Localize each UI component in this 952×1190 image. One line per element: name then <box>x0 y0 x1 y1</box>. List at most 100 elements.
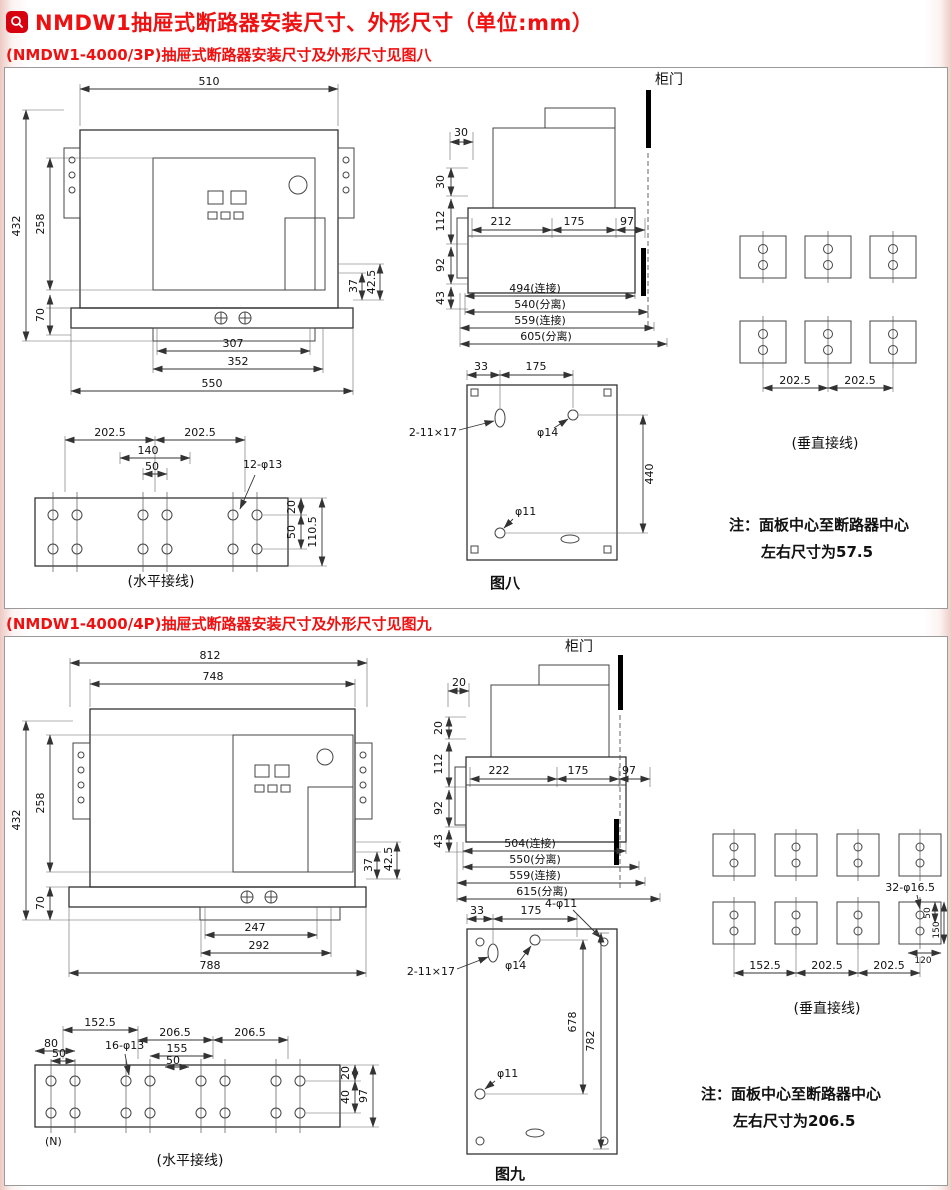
dim-70: 70 <box>34 308 47 322</box>
fig8-note-line1: 注：面板中心至断路器中心 <box>729 516 909 534</box>
page-title: NMDW1抽屉式断路器安装尺寸、外形尺寸（单位:mm） <box>35 11 594 35</box>
fig8-note: 注：面板中心至断路器中心 左右尺寸为57.5 <box>729 516 909 561</box>
dim-v202a: 202.5 <box>779 374 811 387</box>
fig8-side-view: 柜门 30 30 112 92 43 212 175 97 494(连接) <box>434 72 683 348</box>
fig9-caption: 图九 <box>495 1165 525 1183</box>
dim-206b: 206.5 <box>234 1026 266 1039</box>
label-4-phi11: 4-φ11 <box>545 897 577 910</box>
dim-80: 80 <box>44 1037 58 1050</box>
fig8-section-heading: (NMDW1-4000/3P)抽屉式断路器安装尺寸及外形尺寸见图八 <box>6 46 432 64</box>
dim-175: 175 <box>568 764 589 777</box>
fig9-horizontal-wiring-label: (水平接线) <box>157 1152 224 1169</box>
figure9-drawing: 812 748 432 258 70 37 42.5 247 292 788 <box>10 639 947 1183</box>
dim-175: 175 <box>564 215 585 228</box>
fig8-note-line2: 左右尺寸为57.5 <box>760 543 873 561</box>
dim-540: 540(分离) <box>514 297 566 311</box>
dim-155: 155 <box>167 1042 188 1055</box>
dim-352: 352 <box>228 355 249 368</box>
dim-140: 140 <box>138 444 159 457</box>
label-phi14: φ14 <box>505 959 526 972</box>
dim-l30: 30 <box>434 175 447 189</box>
fig8-cabinet-door-label: 柜门 <box>655 72 683 88</box>
dim-p175: 175 <box>521 904 542 917</box>
dim-v202b: 202.5 <box>873 959 905 972</box>
dim-l112: 112 <box>432 754 445 775</box>
dim-432: 432 <box>10 810 23 831</box>
fig9-note: 注：面板中心至断路器中心 左右尺寸为206.5 <box>701 1085 881 1130</box>
dim-550: 550 <box>202 377 223 390</box>
dim-678: 678 <box>566 1012 579 1033</box>
fig9-note-line2: 左右尺寸为206.5 <box>732 1112 855 1130</box>
label-phi11: φ11 <box>515 505 536 518</box>
fig8-mounting-plate: 33 175 2-11×17 φ14 φ11 440 图八 <box>409 360 656 592</box>
dim-l92: 92 <box>434 258 447 272</box>
fig9-front-view: 812 748 432 258 70 37 42.5 247 292 788 <box>10 649 401 977</box>
dim-p175: 175 <box>526 360 547 373</box>
label-2-11x17: 2-11×17 <box>407 965 455 978</box>
dim-559: 559(连接) <box>509 869 561 882</box>
dim-748: 748 <box>203 670 224 683</box>
title-badge-icon <box>6 11 28 33</box>
dim-top20: 20 <box>452 676 466 689</box>
dim-l92: 92 <box>432 801 445 815</box>
dim-r40: 40 <box>339 1090 352 1104</box>
dim-l112: 112 <box>434 211 447 232</box>
dim-s120: 120 <box>914 956 931 966</box>
dim-550: 550(分离) <box>509 852 561 866</box>
fig8-vertical-wiring: 202.5 202.5 (垂直接线) <box>739 231 917 452</box>
fig9-door-bar-lower <box>614 819 619 865</box>
fig9-door-bar <box>618 655 623 710</box>
dim-50: 50 <box>145 460 159 473</box>
figure8-panel: 510 432 258 70 37 42.5 307 352 550 <box>4 67 948 609</box>
dim-33: 33 <box>474 360 488 373</box>
label-neutral: (N) <box>45 1135 62 1148</box>
fig9-note-line1: 注：面板中心至断路器中心 <box>701 1085 881 1103</box>
fig9-section-heading: (NMDW1-4000/4P)抽屉式断路器安装尺寸及外形尺寸见图九 <box>6 615 432 633</box>
dim-l20: 20 <box>432 721 445 735</box>
fig8-door-bar <box>646 90 651 148</box>
dim-l43: 43 <box>432 834 445 848</box>
dim-37: 37 <box>347 279 360 293</box>
dim-l43: 43 <box>434 291 447 305</box>
dim-504: 504(连接) <box>504 837 556 850</box>
dim-42-5: 42.5 <box>382 847 395 872</box>
fig8-caption: 图八 <box>490 574 521 592</box>
dim-307: 307 <box>223 337 244 350</box>
dim-206a: 206.5 <box>159 1026 191 1039</box>
dim-97: 97 <box>622 764 636 777</box>
label-32-phi16-5: 32-φ16.5 <box>885 881 935 894</box>
dim-42-5: 42.5 <box>365 270 378 295</box>
fig8-horizontal-wiring: 202.5 202.5 140 50 12-φ13 20 50 110.5 (水… <box>34 426 327 590</box>
dim-97: 97 <box>620 215 634 228</box>
dim-212: 212 <box>491 215 512 228</box>
dim-615: 615(分离) <box>516 884 568 898</box>
dim-788: 788 <box>200 959 221 972</box>
dim-70: 70 <box>34 896 47 910</box>
fig9-side-view: 柜门 20 20 112 92 43 222 175 97 504(连接) <box>432 639 661 903</box>
dim-258: 258 <box>34 214 47 235</box>
fig8-front-view: 510 432 258 70 37 42.5 307 352 550 <box>10 75 384 395</box>
dim-v202a: 202.5 <box>811 959 843 972</box>
dim-r20: 20 <box>285 500 298 514</box>
dim-r20: 20 <box>339 1066 352 1080</box>
fig8-vertical-wiring-label: (垂直接线) <box>792 435 859 452</box>
dim-33: 33 <box>470 904 484 917</box>
dim-247: 247 <box>245 921 266 934</box>
dim-s150: 150 <box>932 921 942 938</box>
dim-494: 494(连接) <box>509 282 561 295</box>
fig8-horizontal-wiring-label: (水平接线) <box>128 573 195 590</box>
dim-510: 510 <box>199 75 220 88</box>
fig9-vertical-wiring-label: (垂直接线) <box>794 1000 861 1017</box>
page-header: NMDW1抽屉式断路器安装尺寸、外形尺寸（单位:mm） <box>0 0 952 40</box>
dim-258: 258 <box>34 793 47 814</box>
fig9-vertical-wiring: 32-φ16.5 50 150 120 152.5 202.5 202.5 (垂… <box>712 829 947 1017</box>
dim-152: 152.5 <box>84 1016 116 1029</box>
dim-812: 812 <box>200 649 221 662</box>
dim-r50: 50 <box>285 525 298 539</box>
dim-v152: 152.5 <box>749 959 781 972</box>
dim-top30: 30 <box>454 126 468 139</box>
fig9-mounting-plate: 33 175 4-φ11 2-11×17 φ14 φ11 678 782 图九 <box>407 897 618 1183</box>
dim-50b: 50 <box>166 1054 180 1067</box>
figure9-panel: 812 748 432 258 70 37 42.5 247 292 788 <box>4 636 948 1186</box>
dim-605: 605(分离) <box>520 329 572 343</box>
